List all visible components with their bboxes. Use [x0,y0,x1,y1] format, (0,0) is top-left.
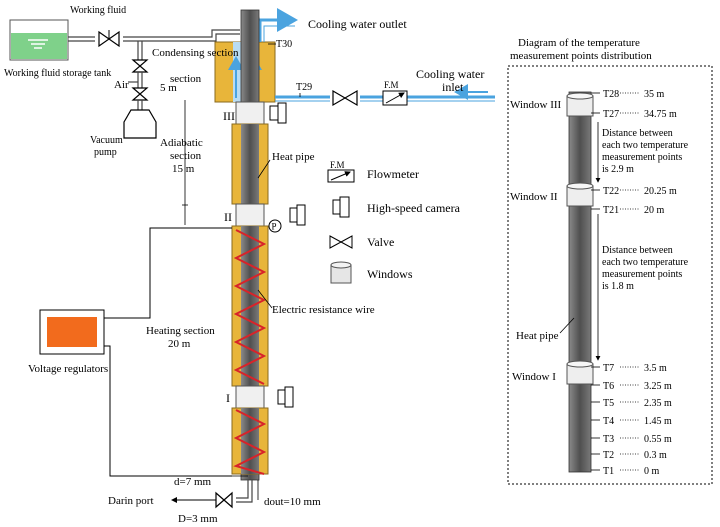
voltage-label: Voltage regulators [28,363,108,375]
inlet-flowmeter [382,90,408,106]
distribution-frame [507,65,713,485]
temp-point-label: T2 [603,450,614,461]
camera-II-icon [289,204,306,226]
storage-tank-label: Working fluid storage tank [4,68,111,79]
temp-point-label: T22 [603,186,619,197]
heat-pipe-label: Heat pipe [272,151,315,163]
temp-point-label: T3 [603,434,614,445]
condensing-label: Condensing section [152,47,239,59]
window-I [235,385,265,409]
temp-point-value: 20 m [644,205,665,216]
wire-label: Electric resistance wire [272,304,375,316]
dist-window-I-label: Window I [512,371,556,383]
t30-label: T30 [276,39,292,50]
legend-fm-text: F.M [330,160,345,170]
camera-III-icon [269,102,287,124]
temp-point-value: 34.75 m [644,109,677,120]
window-II [235,203,265,227]
working-fluid-label: Working fluid [70,5,126,16]
window-II-label: II [224,210,232,224]
distribution-title-line2: measurement points distribution [510,50,652,62]
temp-point-value: 2.35 m [644,398,672,409]
legend-camera: High-speed camera [367,201,461,215]
pressure-gauge-bottom-icon [268,219,282,233]
t29-label: T29 [296,82,312,93]
temp-point-label: T1 [603,466,614,477]
dist-window-III [566,92,594,117]
vacuum-valve-upper [131,59,149,73]
cooling-outlet-label: Cooling water outlet [308,17,407,31]
temp-point-value: 0 m [644,466,660,477]
window-III [235,101,265,125]
D-drain-label: D=3 mm [178,513,218,525]
temp-point-value: 0.3 m [644,450,667,461]
legend-valve: Valve [367,235,394,249]
dist-window-III-label: Window III [510,99,562,111]
temp-point-value: 0.55 m [644,434,672,445]
inlet-fm-label: F.M [384,80,399,90]
legend-window-icon [330,261,352,284]
distribution-title-line1: Diagram of the temperature [518,37,640,49]
legend-windows: Windows [367,267,413,281]
temp-point-value: 3.5 m [644,363,667,374]
window-I-label: I [226,391,230,405]
temp-point-label: T6 [603,381,614,392]
temp-point-label: T27 [603,109,619,120]
d-inner-label: d=7 mm [174,476,212,488]
camera-I-icon [277,386,294,408]
voltage-regulator [39,309,105,355]
condensing-label-2: section [170,73,202,85]
temp-point-value: 1.45 m [644,416,672,427]
temp-point-value: 3.25 m [644,381,672,392]
legend-camera-icon [332,199,341,215]
temp-point-label: T5 [603,398,614,409]
temp-point-label: T4 [603,416,614,427]
heating-length: 20 m [168,338,191,350]
dist-window-I [566,360,594,385]
electric-resistance-wire [233,229,267,475]
d-outer-label: dout=10 mm [264,496,321,508]
legend: F.M Flowmeter High-speed camera Valve Wi… [327,160,461,284]
dist-note-upper: Distance between each two temperature me… [602,128,691,175]
dist-window-II-label: Window II [510,191,558,203]
temperature-points: T28 35 m T27 34.75 m T22 20.25 m T21 20 m T7 3.5 … [591,89,677,477]
dist-heat-pipe-label: Heat pipe [516,330,559,342]
vacuum-valve-lower [131,87,149,101]
legend-flowmeter: Flowmeter [367,167,419,181]
legend-valve-icon [329,235,353,249]
air-label: Air [114,79,129,91]
condensing-length: 5 m [160,82,177,94]
drain-valve [215,491,233,509]
temp-point-label: T28 [603,89,619,100]
working-fluid-storage-tank [9,19,69,61]
inlet-valve [332,89,358,107]
pressure-label-bottom: P [272,222,277,232]
temp-point-label: T7 [603,363,614,374]
fill-valve [98,30,120,48]
drain-label: Darin port [108,495,154,507]
temp-point-label: T21 [603,205,619,216]
temp-point-value: 35 m [644,89,665,100]
adiabatic-length: 15 m [172,163,195,175]
distribution-heat-pipe [568,91,592,473]
temp-point-value: 20.25 m [644,186,677,197]
vacuum-pump [123,109,157,139]
heating-section-label: Heating section [146,325,215,337]
dist-note-lower: Distance between each two temperature me… [602,245,691,292]
dist-window-II [566,182,594,207]
window-III-label: III [223,109,235,123]
